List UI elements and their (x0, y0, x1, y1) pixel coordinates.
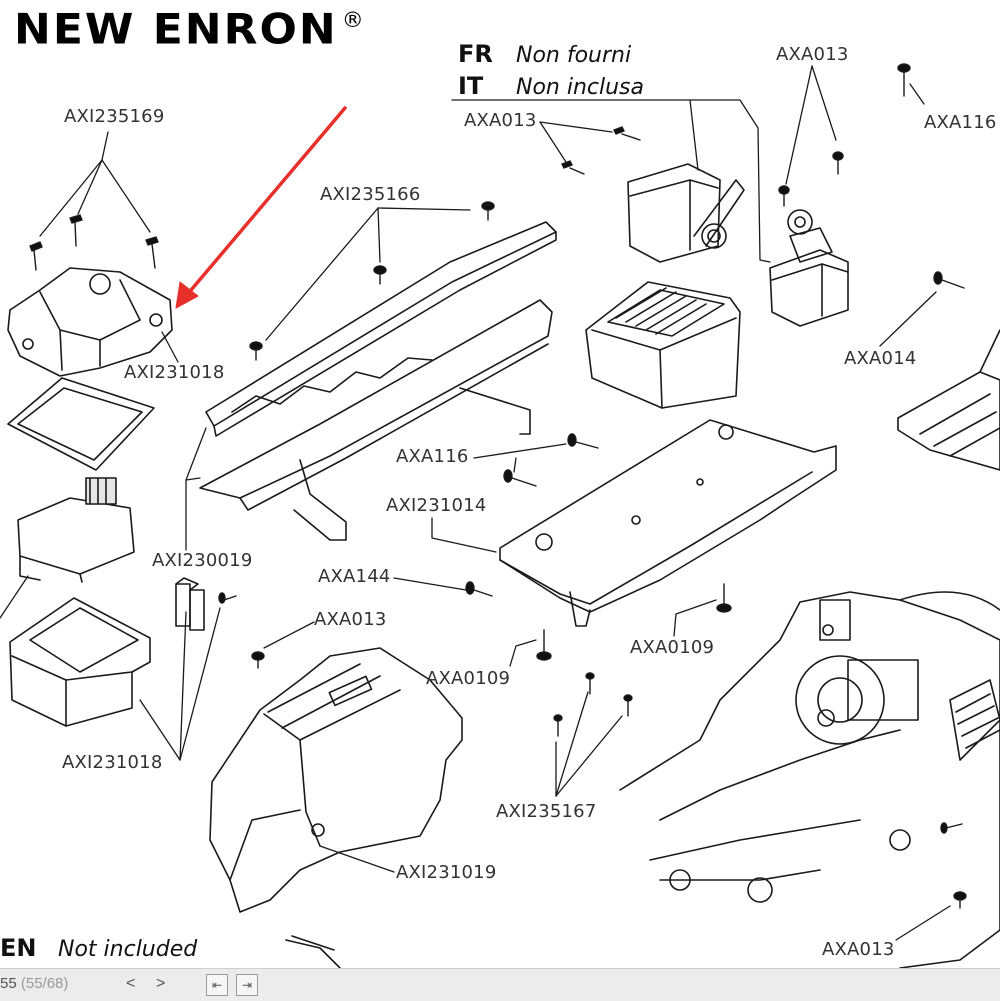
screw-icon (69, 214, 83, 247)
part-label-axi230019: AXI230019 (152, 550, 253, 571)
receiver-box-cover (7, 267, 173, 377)
receiver (17, 477, 135, 583)
screw-icon (716, 583, 732, 613)
part-label-axa013-bottom: AXA013 (822, 939, 895, 960)
screw-icon (373, 265, 387, 285)
part-label-axi231018-bottom: AXI231018 (62, 752, 163, 773)
screw-icon (503, 469, 537, 487)
lang-note-fr: FR Non fourni (458, 40, 631, 68)
screw-icon (623, 694, 633, 717)
highlight-arrow (175, 106, 347, 309)
next-page-button[interactable]: > (156, 975, 166, 992)
screw-icons (29, 63, 967, 909)
part-label-axa013-top: AXA013 (464, 110, 537, 131)
part-label-axi235169: AXI235169 (64, 106, 165, 127)
skid-plate (897, 329, 1000, 471)
lang-note-en: EN Not included (0, 934, 197, 962)
screw-icon (613, 126, 641, 141)
screw-icon (778, 185, 790, 207)
chassis (619, 591, 1000, 968)
leader-lines (0, 65, 951, 941)
screw-icon (585, 672, 595, 695)
screw-icon (832, 151, 844, 175)
lang-text-it: Non inclusa (516, 75, 645, 100)
registered-mark: ® (341, 9, 366, 33)
part-label-axa116-right: AXA116 (924, 112, 997, 133)
lang-code-en: EN (0, 934, 37, 962)
prev-page-button[interactable]: < (126, 975, 136, 992)
lang-text-fr: Non fourni (516, 43, 632, 68)
screw-icon (251, 651, 265, 669)
page-indicator[interactable]: 55 (55/68) (0, 975, 68, 992)
screw-icon (145, 236, 159, 269)
servo-right (769, 209, 849, 327)
receiver-box (9, 597, 151, 727)
part-label-axa0109-left: AXA0109 (426, 668, 511, 689)
screw-icon (933, 271, 965, 289)
gasket (7, 377, 155, 471)
lang-code-it: IT (458, 72, 484, 100)
side-rail-lower (199, 299, 553, 541)
part-label-axa116-center: AXA116 (396, 446, 469, 467)
brand-logo: NEW ENRON® (14, 5, 366, 53)
screw-icon (897, 63, 911, 97)
screw-icon (536, 629, 552, 661)
screw-icon (553, 714, 563, 737)
screw-icon (465, 581, 493, 597)
esc-unit (585, 281, 741, 409)
lang-code-fr: FR (458, 40, 493, 68)
page-current: 55 (0, 975, 17, 992)
screw-icon (940, 822, 963, 834)
servo-left (627, 163, 745, 263)
battery-tray (499, 419, 837, 627)
screw-icon (953, 891, 967, 909)
part-label-axi235166: AXI235166 (320, 184, 421, 205)
side-rail-upper (205, 221, 557, 437)
screw-icon (29, 241, 43, 271)
fit-page-icon[interactable]: ⇤ (206, 974, 228, 996)
part-label-axa014: AXA014 (844, 348, 917, 369)
bottom-fragment (285, 935, 341, 968)
pdf-viewer-toolbar: 55 (55/68) < > ⇤ ⇥ (0, 968, 1000, 1001)
lang-text-en: Not included (58, 937, 198, 962)
part-label-axi231014: AXI231014 (386, 495, 487, 516)
page-total: (55/68) (20, 975, 69, 992)
exploded-parts-diagram (0, 63, 1000, 968)
part-label-axi231019: AXI231019 (396, 862, 497, 883)
part-label-axa0109-right: AXA0109 (630, 637, 715, 658)
strap-clips (175, 577, 205, 631)
brand-name: NEW ENRON (14, 5, 338, 54)
part-label-axi231018-top: AXI231018 (124, 362, 225, 383)
fit-width-icon[interactable]: ⇥ (236, 974, 258, 996)
part-label-axa144: AXA144 (318, 566, 391, 587)
fender (209, 647, 463, 913)
part-label-axi235167: AXI235167 (496, 801, 597, 822)
screw-icon (481, 201, 495, 221)
screw-icon (567, 433, 599, 449)
lang-note-it: IT Non inclusa (458, 72, 644, 100)
screw-icon (249, 341, 263, 361)
screw-icon (561, 160, 585, 175)
screw-icon (218, 592, 237, 604)
part-label-axa013-center: AXA013 (314, 609, 387, 630)
part-label-axa013-servo: AXA013 (776, 44, 849, 65)
